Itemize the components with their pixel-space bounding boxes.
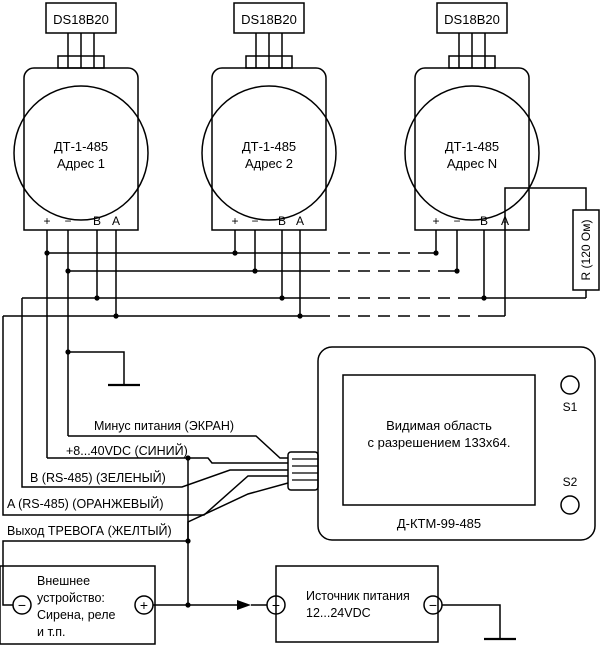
sensor-2: DS18B20 ДТ-1-485 Адрес 2 + − B A — [201, 2, 337, 231]
sensor-1-chip-label: DS18B20 — [53, 12, 109, 27]
cable-connector — [287, 451, 319, 491]
wire-label-minus-power: Минус питания (ЭКРАН) — [94, 419, 234, 433]
sensor-1-address: Адрес 1 — [57, 156, 105, 171]
display-body — [317, 346, 596, 541]
display-screen-text-1: Видимая область — [386, 418, 492, 433]
bottom-wires — [2, 455, 501, 639]
resistor-label: R (120 Ом) — [579, 220, 593, 281]
sensor-n-model: ДТ-1-485 — [445, 139, 499, 154]
display-button-s2[interactable] — [560, 495, 580, 515]
sensor-1-dial — [13, 85, 149, 221]
sensor-2-model: ДТ-1-485 — [242, 139, 296, 154]
display-screen — [342, 374, 536, 506]
external-device-line-1: Внешнее — [37, 574, 90, 588]
power-supply: Источник питания 12...24VDC + − — [266, 565, 443, 643]
display-model-label: Д-КТМ-99-485 — [397, 516, 481, 531]
arrow-icon — [237, 600, 251, 610]
terminator-resistor: R (120 Ом) — [572, 209, 600, 291]
sensor-2-terminal-b: B — [278, 214, 286, 228]
sensor-n-body — [414, 67, 530, 231]
sensor-1: DS18B20 ДТ-1-485 Адрес 1 + − B A — [13, 2, 149, 231]
ground-symbol-1 — [68, 351, 140, 387]
wire-label-plus-power: +8...40VDC (СИНИЙ) — [66, 443, 188, 458]
sensor-2-dial — [201, 85, 337, 221]
display-module: Видимая область с разрешением 133х64. S1… — [317, 346, 596, 541]
power-supply-line-2: 12...24VDC — [306, 606, 371, 620]
sensor-n-dial — [404, 85, 540, 221]
sensor-2-terminal-minus: − — [251, 214, 258, 228]
power-supply-plus-sign: + — [272, 597, 280, 613]
bus-wires — [3, 187, 587, 458]
sensor-2-body — [211, 67, 327, 231]
display-button-s1[interactable] — [560, 375, 580, 395]
sensor-n-chip-label: DS18B20 — [444, 12, 500, 27]
sensor-1-body — [23, 67, 139, 231]
sensor-1-model: ДТ-1-485 — [54, 139, 108, 154]
sensor-2-terminal-plus: + — [231, 214, 238, 228]
sensor-1-terminal-plus: + — [43, 214, 50, 228]
display-s1-label: S1 — [563, 400, 578, 414]
external-device: Внешнее устройство: Сирена, реле и т.п. … — [0, 565, 156, 645]
sensor-n-terminal-plus: + — [432, 214, 439, 228]
external-device-minus-sign: − — [18, 597, 26, 613]
sensor-n-terminal-b: B — [480, 214, 488, 228]
external-device-plus-sign: + — [140, 597, 148, 613]
display-s2-label: S2 — [563, 475, 578, 489]
wire-label-b: B (RS-485) (ЗЕЛЕНЫЙ) — [30, 470, 166, 485]
power-supply-line-1: Источник питания — [306, 589, 410, 603]
sensor-2-chip-label: DS18B20 — [241, 12, 297, 27]
power-supply-minus-sign: − — [429, 597, 437, 613]
sensor-1-terminal-minus: − — [64, 214, 71, 228]
sensor-n-terminal-minus: − — [453, 214, 460, 228]
sensor-n: DS18B20 ДТ-1-485 Адрес N + − B A — [404, 2, 540, 231]
sensor-2-terminal-a: A — [296, 214, 304, 228]
wire-label-a: A (RS-485) (ОРАНЖЕВЫЙ) — [7, 496, 163, 511]
sensor-2-address: Адрес 2 — [245, 156, 293, 171]
wire-label-alarm: Выход ТРЕВОГА (ЖЕЛТЫЙ) — [7, 523, 172, 538]
sensor-1-terminal-a: A — [112, 214, 120, 228]
power-supply-box — [275, 565, 439, 643]
external-device-line-2: устройство: — [37, 591, 105, 605]
display-screen-text-2: с разрешением 133х64. — [368, 435, 511, 450]
sensor-1-terminal-b: B — [93, 214, 101, 228]
external-device-line-3: Сирена, реле — [37, 608, 115, 622]
sensor-n-address: Адрес N — [447, 156, 497, 171]
display-cable — [2, 298, 319, 541]
external-device-line-4: и т.п. — [37, 625, 66, 639]
